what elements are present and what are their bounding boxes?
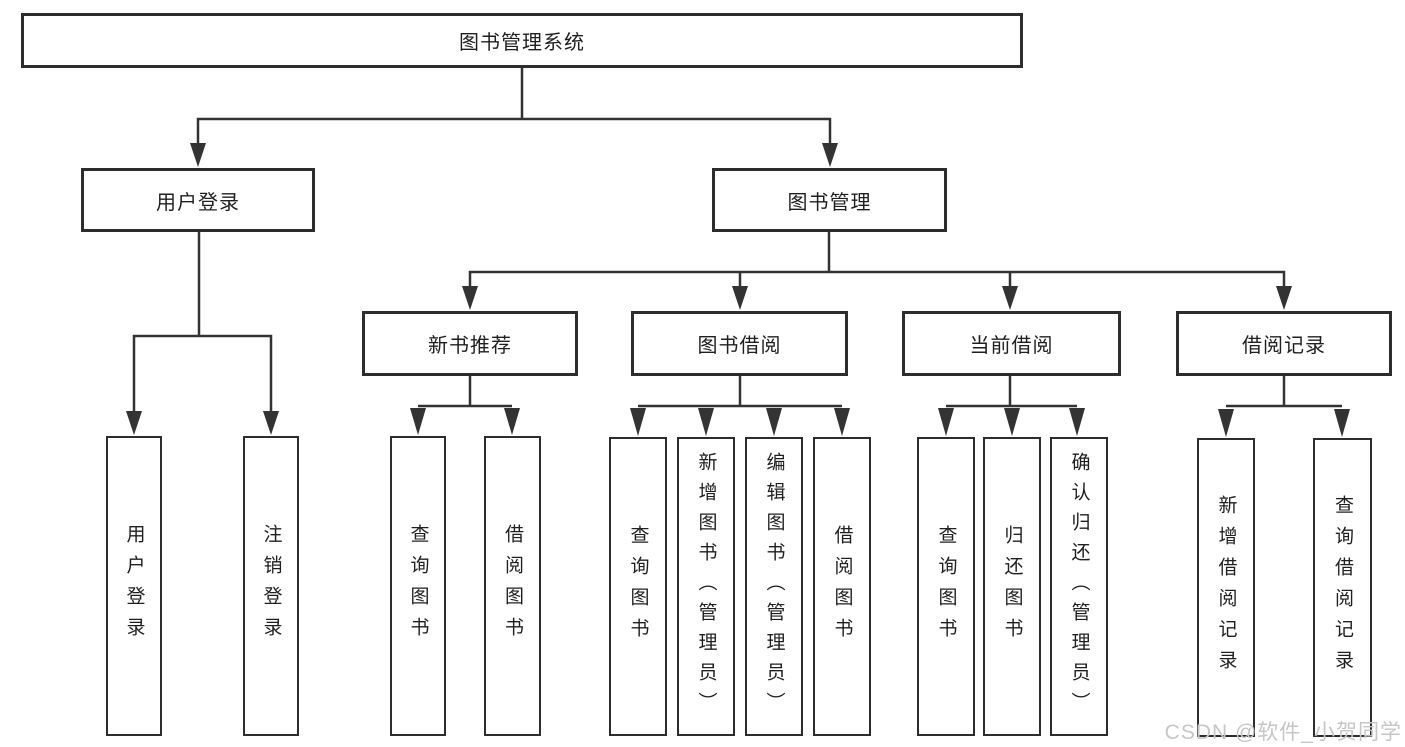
node-label: 新书推荐 (428, 335, 512, 357)
node-label: 用户登录 (156, 191, 240, 214)
leaf-edit-book-admin: 编辑图书（管理员） (745, 437, 803, 736)
leaf-label: 新增图书（管理员） (695, 451, 717, 722)
leaf-label: 借阅图书 (831, 524, 853, 649)
leaf-add-book-admin: 新增图书（管理员） (677, 437, 735, 736)
leaf-query-books-current: 查询图书 (917, 437, 975, 736)
leaf-label: 查询图书 (935, 524, 957, 649)
leaf-label: 查询图书 (627, 524, 649, 649)
leaf-label: 查询借阅记录 (1332, 494, 1353, 681)
leaf-confirm-return-admin: 确认归还（管理员） (1050, 437, 1108, 736)
node-label: 图书管理 (787, 191, 872, 214)
node-borrow-record: 借阅记录 (1176, 311, 1392, 376)
leaf-label: 归还图书 (1001, 524, 1023, 649)
leaf-label: 确认归还（管理员） (1068, 451, 1090, 722)
leaf-label: 查询图书 (407, 524, 429, 648)
node-label: 图书管理系统 (459, 32, 585, 54)
node-user-login: 用户登录 (81, 168, 315, 232)
leaf-add-borrow-record: 新增借阅记录 (1197, 438, 1255, 737)
leaf-return-book: 归还图书 (983, 437, 1041, 736)
leaf-logout: 注销登录 (243, 436, 299, 736)
leaf-label: 借阅图书 (502, 524, 523, 648)
node-label: 当前借阅 (969, 335, 1054, 357)
node-library-system: 图书管理系统 (21, 13, 1023, 68)
leaf-query-books-recommend: 查询图书 (390, 436, 446, 736)
node-book-borrow: 图书借阅 (631, 311, 848, 376)
node-label: 借阅记录 (1242, 335, 1326, 357)
node-book-management: 图书管理 (712, 168, 947, 232)
leaf-label: 用户登录 (123, 524, 145, 648)
leaf-query-borrow-record: 查询借阅记录 (1313, 438, 1372, 737)
leaf-borrow-books-recommend: 借阅图书 (484, 436, 541, 736)
leaf-user-login: 用户登录 (106, 436, 162, 736)
leaf-label: 编辑图书（管理员） (763, 451, 785, 722)
leaf-borrow-books: 借阅图书 (813, 437, 871, 736)
node-current-borrow: 当前借阅 (902, 311, 1121, 376)
leaf-label: 新增借阅记录 (1215, 494, 1237, 681)
leaf-label: 注销登录 (260, 524, 282, 648)
leaf-query-books-borrow: 查询图书 (609, 437, 667, 736)
node-label: 图书借阅 (697, 335, 782, 357)
node-new-book-recommend: 新书推荐 (362, 311, 578, 376)
